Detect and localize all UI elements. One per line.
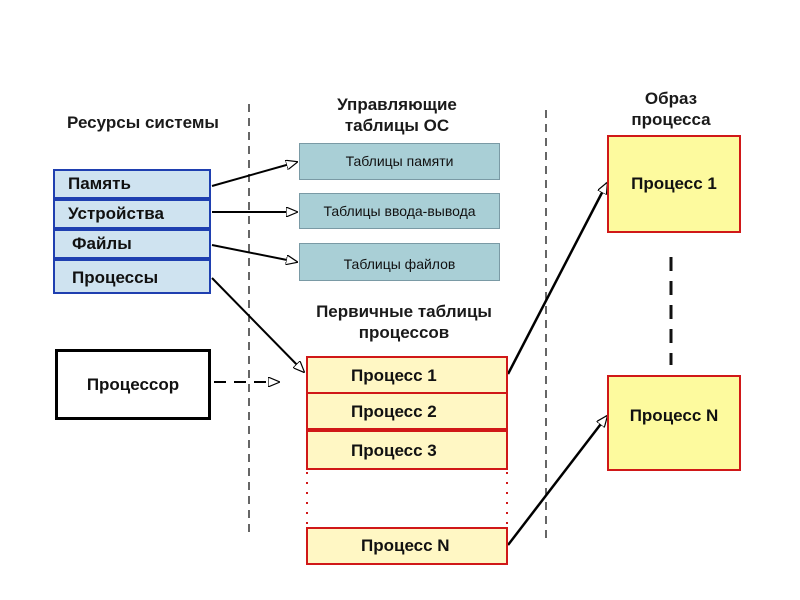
process-row-1: Процесс 1 <box>306 356 508 394</box>
process-row-n: Процесс N <box>306 527 508 565</box>
table-io: Таблицы ввода-вывода <box>299 193 500 229</box>
resource-label: Файлы <box>72 234 132 253</box>
resource-processes: Процессы <box>53 259 211 294</box>
processor-box: Процессор <box>55 349 211 420</box>
arrow-proc1-image <box>506 183 607 375</box>
table-memory: Таблицы памяти <box>299 143 500 180</box>
process-row-2: Процесс 2 <box>306 392 508 430</box>
process-row-label: Процесс N <box>361 536 450 555</box>
table-files: Таблицы файлов <box>299 243 500 281</box>
process-image-label: Процесс N <box>629 406 719 425</box>
heading-primary-tables: Первичные таблицы процессов <box>316 302 492 342</box>
resource-label: Устройства <box>68 204 164 223</box>
resource-label: Процессы <box>72 268 159 287</box>
resource-files: Файлы <box>53 229 211 259</box>
heading-process-image: Образ процесса <box>631 89 711 129</box>
arrow-processes-table <box>211 277 304 372</box>
resource-memory: Память <box>53 169 211 199</box>
process-image-label: Процесс 1 <box>631 174 717 193</box>
processor-label: Процессор <box>86 375 180 394</box>
resource-devices: Устройства <box>53 199 211 229</box>
process-image-n: Процесс N <box>607 375 741 471</box>
process-row-label: Процесс 1 <box>351 366 437 385</box>
process-row-label: Процесс 2 <box>351 402 437 421</box>
arrow-file-tables <box>211 244 297 262</box>
arrow-memory-tables <box>211 162 297 187</box>
arrow-procN-image <box>507 416 607 546</box>
process-image-1: Процесс 1 <box>607 135 741 233</box>
process-row-3: Процесс 3 <box>306 430 508 470</box>
heading-resources: Ресурсы системы <box>67 113 219 132</box>
resource-label: Память <box>68 174 131 193</box>
process-row-label: Процесс 3 <box>351 441 437 460</box>
heading-control-tables: Управляющие таблицы ОС <box>337 95 457 135</box>
